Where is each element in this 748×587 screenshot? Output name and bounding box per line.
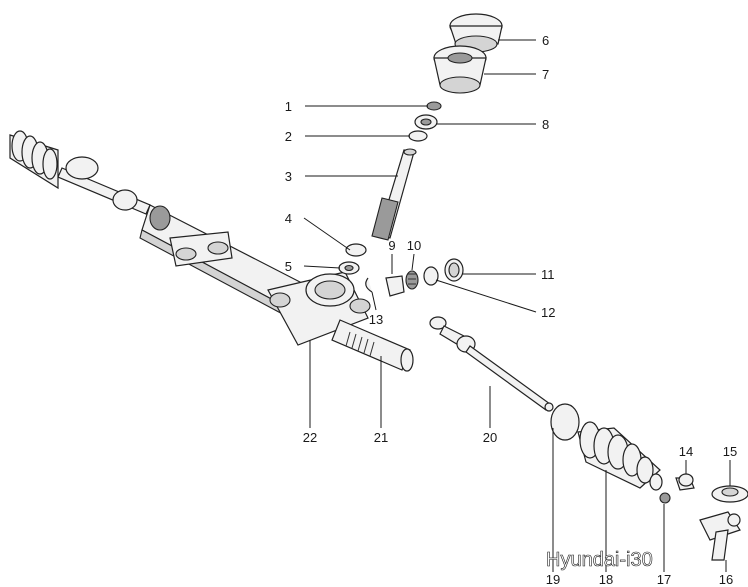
callout-3: 3 xyxy=(285,169,292,184)
yoke-parts xyxy=(365,258,464,297)
right-tie-rod xyxy=(429,316,554,412)
left-bellows xyxy=(9,130,59,190)
callout-17: 17 xyxy=(657,572,671,587)
callout-14: 14 xyxy=(679,444,693,459)
callout-13: 13 xyxy=(369,312,383,327)
callout-8: 8 xyxy=(542,117,549,132)
boot-clamp xyxy=(550,403,580,441)
callout-1: 1 xyxy=(285,99,292,114)
callout-12: 12 xyxy=(541,305,555,320)
callout-22: 22 xyxy=(303,430,317,445)
callout-18: 18 xyxy=(599,572,613,587)
left-tie-rod-assembly xyxy=(9,130,171,231)
callout-5: 5 xyxy=(285,259,292,274)
tie-rod-end-parts xyxy=(659,473,748,561)
leader-lines xyxy=(303,39,731,572)
callout-9: 9 xyxy=(388,238,395,253)
callout-2: 2 xyxy=(285,129,292,144)
callout-19: 19 xyxy=(546,572,560,587)
callout-11: 11 xyxy=(541,267,555,282)
watermark: Hyundai-i30 xyxy=(546,549,653,571)
callout-4: 4 xyxy=(285,211,292,226)
callout-21: 21 xyxy=(374,430,388,445)
callout-10: 10 xyxy=(407,238,421,253)
callout-16: 16 xyxy=(719,572,733,587)
rack-housing xyxy=(139,204,414,372)
callout-7: 7 xyxy=(542,67,549,82)
right-bellows xyxy=(577,421,663,491)
pinion-column-parts xyxy=(338,13,503,275)
callout-15: 15 xyxy=(723,444,737,459)
callout-labels: 1 2 3 4 5 6 7 8 9 10 11 12 13 14 15 16 1… xyxy=(285,33,737,587)
callout-6: 6 xyxy=(542,33,549,48)
callout-20: 20 xyxy=(483,430,497,445)
